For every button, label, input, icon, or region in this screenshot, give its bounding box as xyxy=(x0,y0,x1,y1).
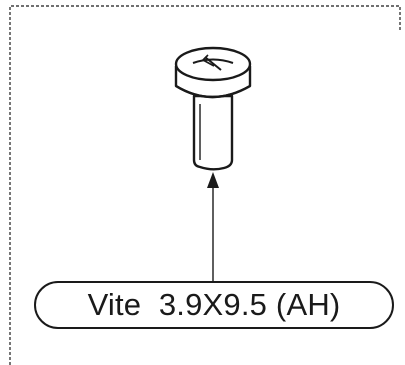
pan-head-screw-icon xyxy=(174,46,252,171)
part-label: Vite 3.9X9.5 (AH) xyxy=(34,281,394,329)
dashed-frame xyxy=(9,5,401,365)
arrow-head-icon xyxy=(207,172,219,188)
